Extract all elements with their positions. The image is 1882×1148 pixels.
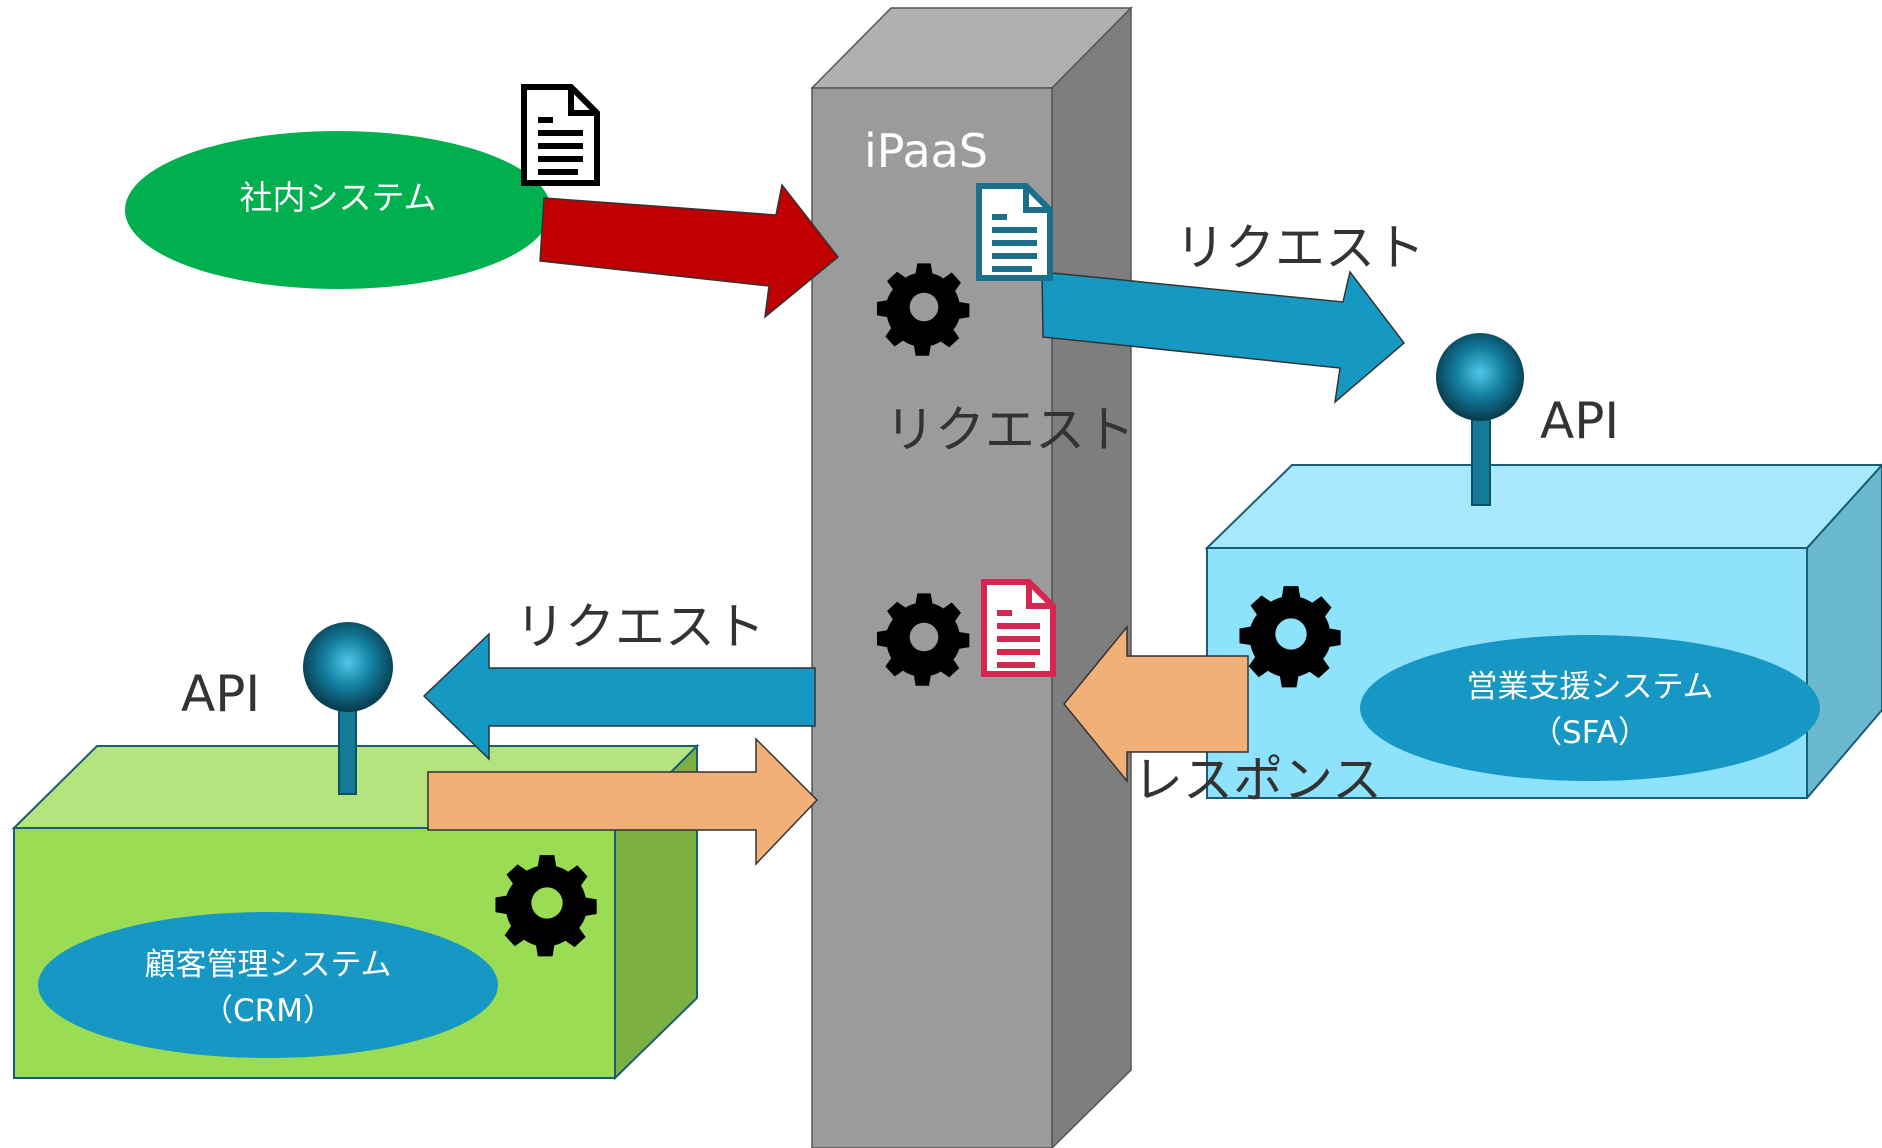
sfa-box (1204, 463, 1882, 800)
crm-name-label: 顧客管理システム (144, 947, 392, 983)
internal-system-ellipse (125, 131, 551, 289)
crm-ellipse (38, 912, 498, 1058)
arrow-label-ipaas-to-sfa: リクエスト (1175, 219, 1425, 277)
arrow-label-sfa-to-ipaas: レスポンス (1133, 751, 1382, 809)
arrow-ipaas-to-sfa (1041, 270, 1406, 404)
arrow-sfa-to-ipaas (1063, 624, 1249, 784)
ipaas-pillar (810, 6, 1133, 1148)
sfa-abbr-label: （SFA） (1531, 715, 1649, 751)
document-icon (521, 84, 600, 186)
arrow-label-ipaas-internal: リクエスト (885, 401, 1135, 459)
sfa-api-label: API (1540, 392, 1620, 450)
ipaas-label: iPaaS (864, 124, 989, 178)
api-pin-icon (303, 622, 393, 795)
document-icon (976, 183, 1053, 281)
arrow-label-ipaas-to-crm: リクエスト (515, 598, 765, 656)
crm-api-label: API (181, 665, 261, 723)
crm-abbr-label: （CRM） (202, 993, 334, 1029)
sfa-name-label: 営業支援システム (1466, 669, 1714, 705)
document-icon (981, 579, 1056, 677)
arrow-crm-to-ipaas (427, 737, 819, 866)
api-pin-icon (1436, 333, 1524, 506)
arrow-internal-to-ipaas (539, 183, 840, 319)
arrow-ipaas-to-crm (422, 632, 816, 761)
sfa-ellipse (1360, 635, 1820, 781)
internal-system-label: 社内システム (239, 178, 437, 217)
